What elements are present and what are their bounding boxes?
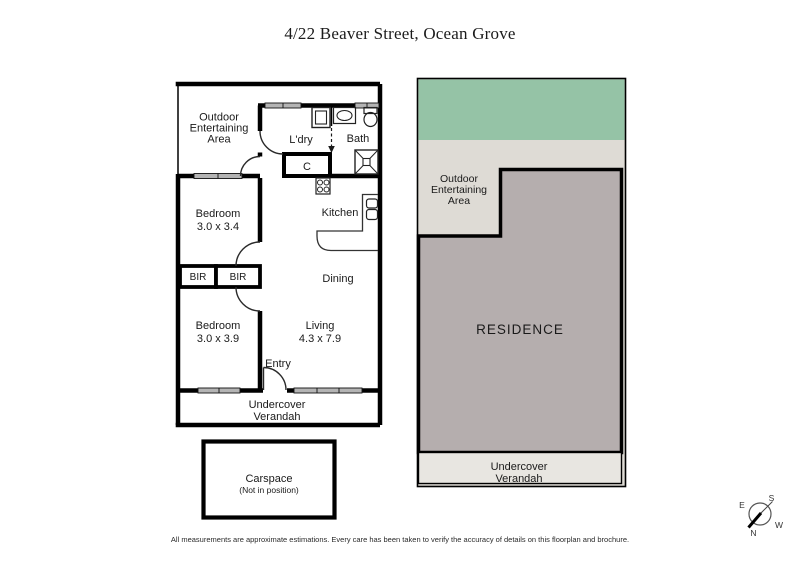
site-verandah-label-1: Undercover bbox=[491, 461, 548, 473]
site-outdoor-label-1: Outdoor bbox=[440, 173, 478, 185]
laundry-label: L'dry bbox=[289, 134, 313, 146]
bath-label: Bath bbox=[347, 133, 370, 145]
kitchen-bench bbox=[316, 193, 378, 252]
floorplan-walls bbox=[175, 81, 383, 428]
floorplan: Outdoor Entertaining Area L'dry Bath C K… bbox=[175, 81, 383, 428]
disclaimer-text: All measurements are approximate estimat… bbox=[170, 535, 630, 544]
cupboard-box bbox=[282, 152, 332, 178]
living-dims: 4.3 x 7.9 bbox=[299, 333, 341, 345]
site-residence-label: RESIDENCE bbox=[476, 322, 564, 337]
window-living bbox=[293, 387, 363, 394]
outdoor-area-label-3: Area bbox=[207, 134, 231, 146]
outdoor-area-label-1: Outdoor bbox=[199, 112, 239, 124]
bedroom1-dims: 3.0 x 3.4 bbox=[197, 221, 239, 233]
page-title: 4/22 Beaver Street, Ocean Grove bbox=[284, 24, 516, 43]
site-verandah-strip bbox=[417, 451, 623, 485]
compass: S E W N bbox=[739, 493, 783, 538]
shower-icon bbox=[354, 149, 379, 175]
window-laundry-top bbox=[264, 102, 302, 109]
verandah-label-1: Undercover bbox=[249, 399, 306, 411]
bir-left-label: BIR bbox=[190, 272, 207, 283]
door-laundry bbox=[259, 130, 284, 155]
site-garden bbox=[418, 79, 625, 140]
kitchen-label: Kitchen bbox=[322, 207, 359, 219]
door-bedroom1 bbox=[235, 241, 261, 267]
carspace: Carspace (Not in position) bbox=[201, 439, 337, 520]
compass-n: N bbox=[750, 528, 756, 538]
compass-s: S bbox=[769, 493, 775, 503]
site-verandah-label-2: Verandah bbox=[495, 473, 542, 485]
washing-machine-icon bbox=[311, 106, 331, 129]
door-arcs bbox=[235, 130, 287, 391]
compass-w: W bbox=[775, 520, 783, 530]
window-bedroom1 bbox=[193, 173, 243, 179]
siteplan: Outdoor Entertaining Area RESIDENCE Unde… bbox=[416, 77, 627, 488]
living-label: Living bbox=[306, 320, 335, 332]
door-entry bbox=[263, 366, 287, 391]
site-outdoor-label-3: Area bbox=[448, 195, 470, 207]
verandah-label-2: Verandah bbox=[253, 411, 300, 423]
door-bedroom2 bbox=[235, 286, 261, 312]
dining-label: Dining bbox=[322, 273, 353, 285]
cupboard-label: C bbox=[303, 161, 311, 173]
carspace-box bbox=[201, 439, 337, 520]
bedroom2-dims: 3.0 x 3.9 bbox=[197, 333, 239, 345]
entry-label: Entry bbox=[265, 358, 291, 370]
carspace-note: (Not in position) bbox=[239, 485, 299, 495]
kitchen-sink-icon bbox=[365, 198, 379, 221]
door-direction-arrow bbox=[328, 128, 335, 153]
compass-needle-south bbox=[759, 501, 773, 515]
stove-icon bbox=[315, 177, 331, 195]
window-bedroom2 bbox=[197, 387, 241, 394]
outdoor-area-label-2: Entertaining bbox=[190, 123, 249, 135]
bir-right-label: BIR bbox=[230, 272, 247, 283]
bath-sink-icon bbox=[332, 106, 357, 125]
windows bbox=[193, 102, 380, 394]
door-hall bbox=[239, 155, 261, 177]
compass-e: E bbox=[739, 500, 745, 510]
carspace-label: Carspace bbox=[245, 473, 292, 485]
site-outdoor-label-2: Entertaining bbox=[431, 184, 487, 196]
compass-circle bbox=[748, 502, 772, 526]
compass-needle-north bbox=[747, 512, 763, 529]
bir-right-box bbox=[214, 264, 262, 289]
toilet-icon bbox=[363, 106, 378, 128]
bedroom1-label: Bedroom bbox=[196, 208, 241, 220]
bedroom2-label: Bedroom bbox=[196, 320, 241, 332]
